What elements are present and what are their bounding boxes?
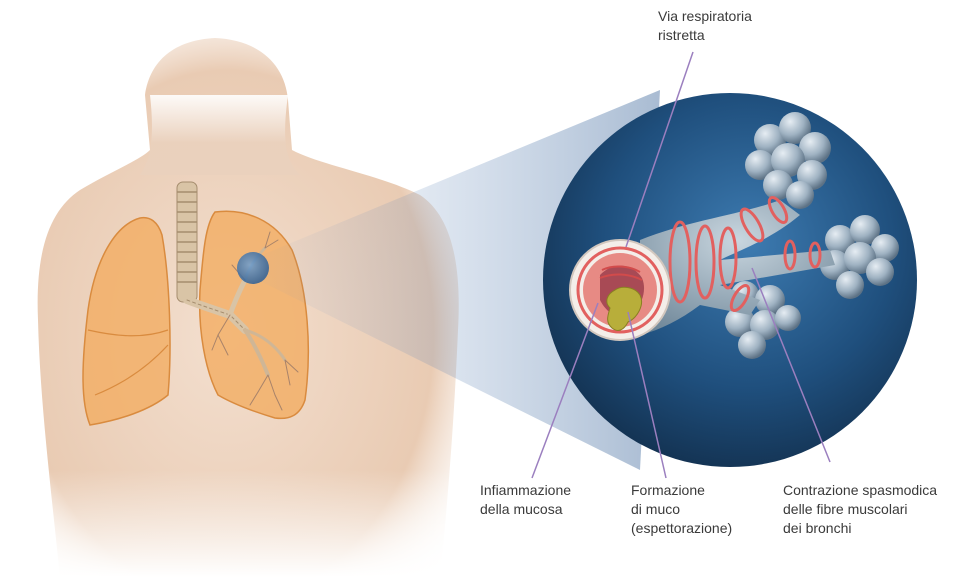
label-muscle-contraction-line-1: Contrazione spasmodica xyxy=(783,481,937,500)
label-muscle-contraction-line-3: dei bronchi xyxy=(783,519,937,538)
label-narrowed-airway-line-1: Via respiratoria xyxy=(658,7,752,26)
trachea xyxy=(177,182,197,302)
label-mucosa-inflammation-line-2: della mucosa xyxy=(480,500,571,519)
label-muscle-contraction: Contrazione spasmodica delle fibre musco… xyxy=(783,481,937,538)
label-mucosa-inflammation-line-1: Infiammazione xyxy=(480,481,571,500)
label-mucus-formation-line-1: Formazione xyxy=(631,481,732,500)
label-narrowed-airway-line-2: ristretta xyxy=(658,26,752,45)
label-mucosa-inflammation: Infiammazione della mucosa xyxy=(480,481,571,519)
label-muscle-contraction-line-2: delle fibre muscolari xyxy=(783,500,937,519)
label-mucus-formation: Formazione di muco (espettorazione) xyxy=(631,481,732,538)
bronchus-cross-section xyxy=(570,240,670,340)
label-mucus-formation-line-2: di muco xyxy=(631,500,732,519)
label-mucus-formation-line-3: (espettorazione) xyxy=(631,519,732,538)
label-narrowed-airway: Via respiratoria ristretta xyxy=(658,7,752,45)
